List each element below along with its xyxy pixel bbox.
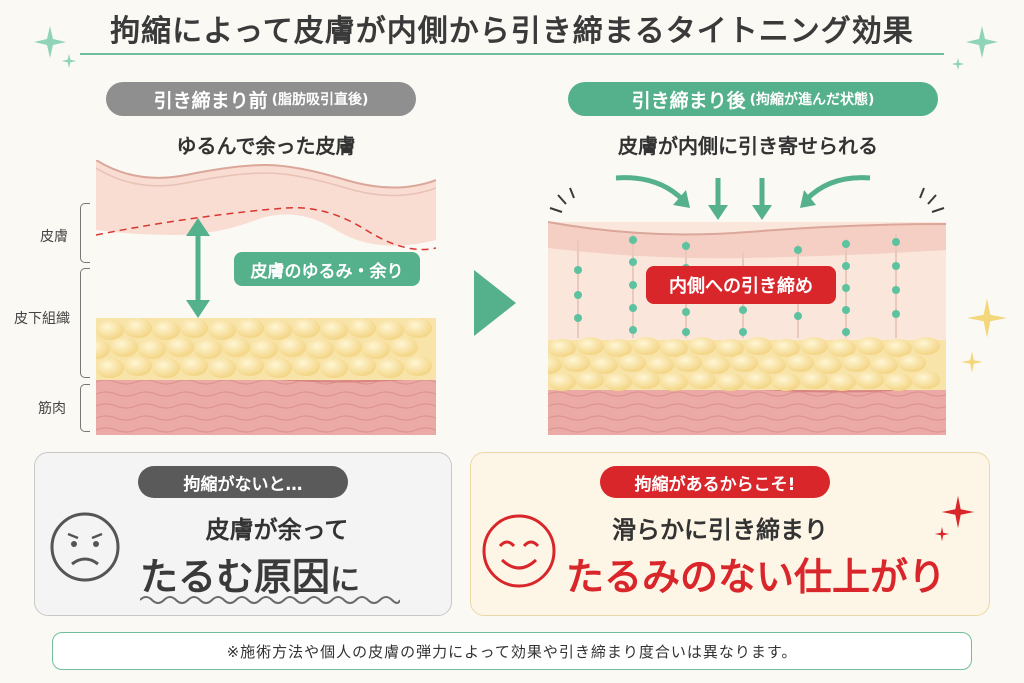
slack-arrow: [186, 218, 210, 318]
after-subtitle: 皮膚が内側に引き寄せられる: [618, 134, 878, 158]
sparkle-icon: [61, 53, 77, 69]
with-line1: 滑らかに引き締まり: [612, 516, 828, 544]
with-badge: 拘縮があるからこそ!: [600, 466, 830, 498]
sparkle-icon: [951, 57, 965, 71]
without-line2: たるむ原因に: [140, 555, 361, 599]
after-badge: 引き締まり後(拘縮が進んだ状態): [568, 82, 938, 116]
before-skin-diagram: [96, 160, 436, 435]
page-title: 拘縮によって皮膚が内側から引き締まるタイトニング効果: [110, 14, 914, 49]
sad-face-icon: [50, 512, 120, 582]
sparkle-icon: [941, 495, 975, 529]
skin-brace: [80, 203, 90, 263]
muscle-brace: [80, 384, 90, 432]
layer-label-subcutaneous: 皮下組織: [14, 311, 70, 327]
after-skin-diagram: [548, 175, 946, 435]
pull-arrows: [549, 175, 945, 220]
subcutaneous-brace: [80, 268, 90, 378]
footnote: ※施術方法や個人の皮膚の弾力によって効果や引き締まり度合いは異なります。: [52, 632, 972, 670]
layer-label-muscle: 筋肉: [38, 401, 66, 417]
smile-face-icon: [482, 514, 556, 588]
sparkle-icon: [34, 26, 66, 58]
fat-cells: [548, 337, 940, 391]
tighten-label: 内側への引き締め: [646, 266, 836, 304]
sparkle-icon: [967, 298, 1007, 338]
without-badge: 拘縮がないと…: [138, 466, 348, 498]
with-line2: たるみのない仕上がり: [566, 555, 947, 599]
layer-label-skin: 皮膚: [40, 229, 68, 245]
sparkle-icon: [966, 26, 998, 58]
wavy-underline: [140, 596, 400, 604]
transition-arrow-icon: [474, 270, 516, 336]
without-contracture-box: [34, 452, 452, 616]
sparkle-icon: [934, 526, 950, 542]
before-badge: 引き締まり前(脂肪吸引直後): [106, 82, 416, 116]
sparkle-icon: [961, 351, 983, 373]
title-underline: [80, 53, 944, 55]
before-subtitle: ゆるんで余った皮膚: [176, 134, 356, 158]
fat-cells: [96, 318, 432, 378]
slack-label: 皮膚のゆるみ・余り: [234, 252, 420, 286]
without-line1: 皮膚が余って: [205, 516, 349, 544]
